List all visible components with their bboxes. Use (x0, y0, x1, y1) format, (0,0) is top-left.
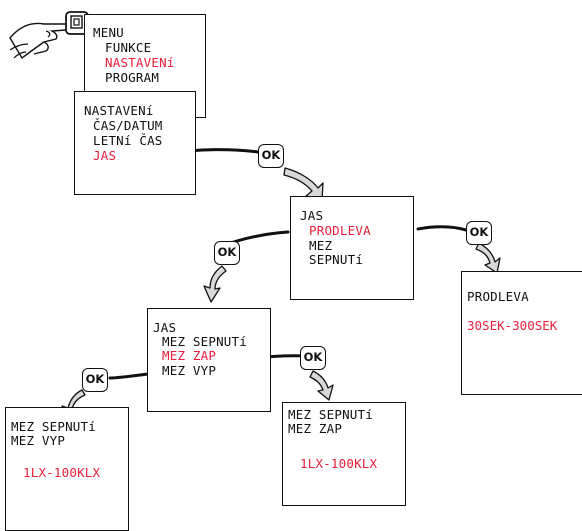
jas-item-prodleva: PRODLEVA (309, 223, 371, 238)
menu-title: MENU (93, 25, 124, 40)
connector-prodleva-to-ok (416, 225, 468, 232)
mez-vyp-line-1: MEZ SEPNUTí (11, 419, 96, 434)
arrow-down-right-3 (309, 370, 334, 401)
ok-button-3: OK (214, 241, 240, 265)
mez-zap-screen: MEZ SEPNUTí MEZ ZAP 1LX-100KLX (282, 402, 406, 506)
nastaveni-item-cas-datum: ČAS/DATUM (93, 118, 163, 133)
mez-vyp-line-2: MEZ VYP (11, 433, 66, 448)
hand-pressing-button-icon (9, 11, 89, 60)
nastaveni-screen: NASTAVENí ČAS/DATUM LETNí ČAS JAS (74, 91, 196, 195)
jas-mez-screen: JAS MEZ SEPNUTí MEZ ZAP MEZ VYP (147, 308, 271, 412)
nastaveni-item-letni-cas: LETNí ČAS (93, 133, 163, 148)
arrow-down-right-2 (475, 242, 501, 274)
ok-button-2: OK (466, 221, 492, 245)
menu-item-program: PROGRAM (105, 70, 160, 85)
jas-mez-item-vyp: MEZ VYP (162, 363, 217, 378)
mez-zap-line-1: MEZ SEPNUTí (288, 407, 373, 422)
mez-zap-line-2: MEZ ZAP (288, 421, 343, 436)
arrow-down-left-1 (203, 265, 227, 303)
mez-zap-range: 1LX-100KLX (300, 456, 378, 471)
mez-vyp-range: 1LX-100KLX (23, 465, 101, 480)
jas-title: JAS (300, 208, 324, 223)
jas-screen: JAS PRODLEVA MEZ SEPNUTí (290, 196, 414, 300)
ok-button-1: OK (258, 144, 284, 168)
jas-mez-item-zap: MEZ ZAP (162, 348, 217, 363)
ok-button-4: OK (300, 346, 326, 370)
prodleva-screen: PRODLEVA 30SEK-300SEK (461, 271, 582, 395)
jas-item-mez: MEZ (309, 238, 333, 253)
prodleva-range: 30SEK-300SEK (467, 318, 558, 333)
mez-vyp-screen: MEZ SEPNUTí MEZ VYP 1LX-100KLX (5, 407, 129, 531)
menu-item-nastaveni: NASTAVENí (105, 55, 175, 70)
nastaveni-item-jas: JAS (93, 148, 117, 163)
connector-mez-vyp-to-ok (108, 372, 150, 380)
jas-mez-title: JAS (153, 320, 177, 335)
jas-mez-item-sepnuti: MEZ SEPNUTí (162, 334, 247, 349)
ok-button-5: OK (82, 368, 108, 392)
prodleva-title: PRODLEVA (467, 289, 529, 304)
jas-item-sepnuti: SEPNUTí (309, 252, 364, 267)
nastaveni-title: NASTAVENí (84, 103, 154, 118)
menu-item-funkce: FUNKCE (105, 40, 152, 55)
